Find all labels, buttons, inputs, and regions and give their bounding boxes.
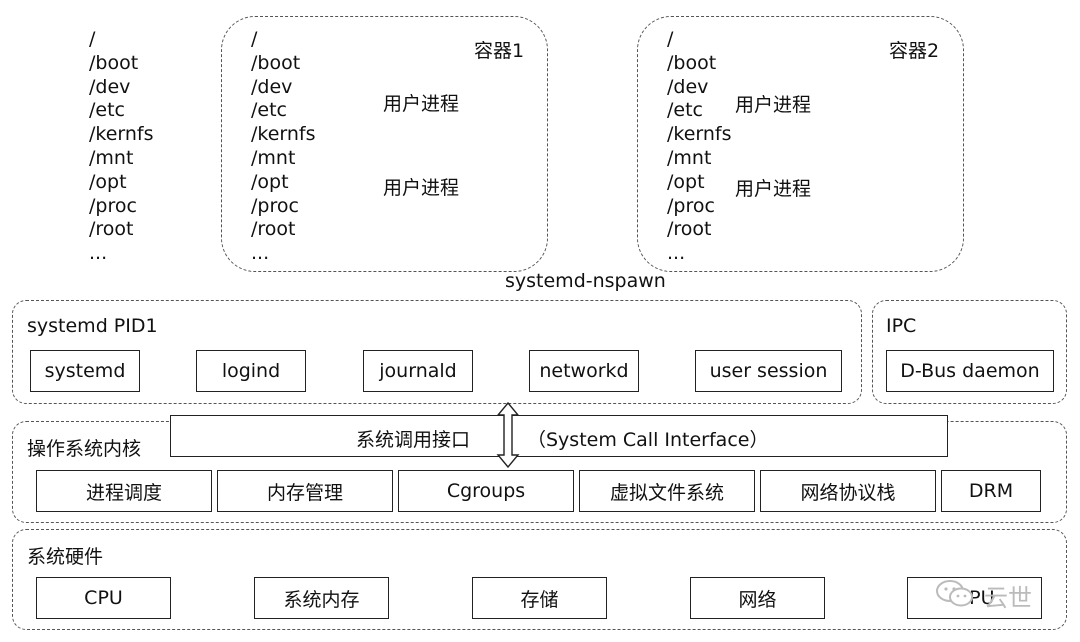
network-box: 网络 [690,577,825,619]
double-arrow-icon [496,402,520,468]
container-2-process-1: 用户进程 [735,94,812,116]
hardware-title: 系统硬件 [27,546,104,568]
fs-entry: /etc [251,99,287,122]
container-1-process-1: 用户进程 [383,93,460,115]
fs-entry: /root [667,218,712,241]
fs-entry: ... [251,242,270,265]
fs-entry: /kernfs [667,123,732,146]
container-2-fs-list: / /boot /dev /etc /kernfs /mnt /opt /pro… [667,28,732,266]
fs-entry: /opt [251,170,289,193]
fs-entry: /dev [89,75,131,98]
logind-box: logind [196,350,306,392]
syscall-interface-bar [170,415,948,457]
hardware-group [12,529,1067,630]
pid1-group [12,300,862,404]
scheduler-box: 进程调度 [36,470,212,512]
container-1-fs-list: / /boot /dev /etc /kernfs /mnt /opt /pro… [251,28,316,266]
fs-entry: /boot [251,51,301,74]
fs-entry: /dev [251,75,293,98]
dbus-daemon-box: D-Bus daemon [886,350,1054,392]
fs-entry: /mnt [251,146,296,169]
user-session-box: user session [695,350,842,392]
ipc-group [872,300,1067,404]
fs-entry: /etc [667,99,703,122]
container-1 [221,16,548,272]
drm-box: DRM [941,470,1041,512]
container-1-title: 容器1 [474,40,525,62]
journald-box: journald [363,350,473,392]
fs-entry: /opt [667,170,705,193]
fs-entry: /boot [667,51,717,74]
container-2 [637,16,964,272]
fs-entry: /opt [89,170,127,193]
cpu-box: CPU [36,577,171,619]
fs-entry: /proc [251,194,299,217]
fs-entry: /dev [667,75,709,98]
fs-entry: ... [89,242,108,265]
system-memory-box: 系统内存 [254,577,389,619]
fs-entry: /proc [89,194,137,217]
fs-entry: /proc [667,194,715,217]
fs-entry: / [251,28,258,50]
fs-entry: /boot [89,51,139,74]
fs-entry: / [89,28,96,50]
host-fs-list: / /boot /dev /etc /kernfs /mnt /opt /pro… [89,28,154,266]
container-1-process-2: 用户进程 [383,177,460,199]
syscall-label-en: （System Call Interface） [527,429,769,451]
ipc-title: IPC [886,315,917,337]
kernel-title: 操作系统内核 [27,438,142,460]
fs-entry: /mnt [667,146,712,169]
gpu-box: GPU [907,577,1042,619]
watermark-text: 云世 [984,584,1032,612]
cgroups-box: Cgroups [398,470,574,512]
vfs-box: 虚拟文件系统 [579,470,755,512]
fs-entry: /etc [89,99,125,122]
fs-entry: / [667,28,674,50]
systemd-box: systemd [30,350,140,392]
fs-entry: /kernfs [251,123,316,146]
storage-box: 存储 [472,577,607,619]
network-stack-box: 网络协议栈 [760,470,936,512]
fs-entry: ... [667,242,686,265]
pid1-title: systemd PID1 [27,315,158,337]
fs-entry: /root [251,218,296,241]
memory-management-box: 内存管理 [217,470,393,512]
nspawn-label: systemd-nspawn [505,270,666,292]
container-2-title: 容器2 [889,40,940,62]
container-2-process-2: 用户进程 [735,178,812,200]
wechat-logo-icon [936,580,973,607]
fs-entry: /root [89,218,134,241]
fs-entry: /mnt [89,146,134,169]
networkd-box: networkd [529,350,639,392]
syscall-label-cn: 系统调用接口 [356,429,471,451]
fs-entry: /kernfs [89,123,154,146]
